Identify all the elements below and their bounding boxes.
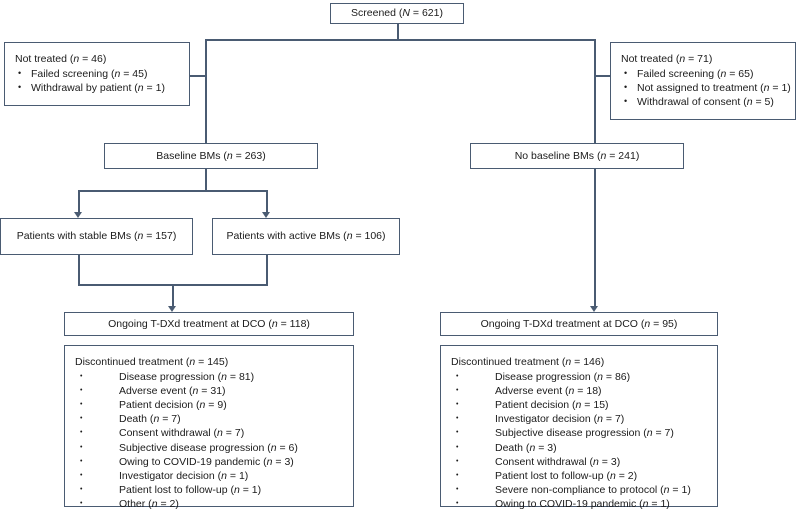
list-item: Severe non-compliance to protocol (n = 1… [451, 483, 707, 497]
node-right-discontinued: Discontinued treatment (n = 146) Disease… [440, 345, 718, 511]
list-item: Adverse event (n = 18) [451, 384, 707, 398]
connector-merge-stem [172, 284, 174, 309]
node-baseline-bms-label: Baseline BMs (n = 263) [156, 149, 266, 162]
list-item: Death (n = 3) [451, 441, 707, 455]
node-screened-label: Screened (N = 621) [351, 7, 443, 19]
node-stable-bms-label: Patients with stable BMs (n = 157) [16, 230, 177, 242]
right-not-treated-title: Not treated (n = 71) [621, 53, 713, 65]
connector-left-trunk [205, 39, 207, 149]
left-discontinued-list: Disease progression (n = 81) Adverse eve… [75, 370, 343, 511]
list-item: Consent withdrawal (n = 3) [451, 455, 707, 469]
list-item: Disease progression (n = 86) [451, 370, 707, 384]
list-item: Subjective disease progression (n = 6) [75, 441, 343, 455]
node-right-ongoing: Ongoing T-DXd treatment at DCO (n = 95) [440, 312, 718, 336]
right-discontinued-list: Disease progression (n = 86) Adverse eve… [451, 370, 707, 511]
left-not-treated-title: Not treated (n = 46) [15, 53, 107, 65]
node-active-bms-label: Patients with active BMs (n = 106) [226, 230, 386, 242]
node-left-ongoing-label: Ongoing T-DXd treatment at DCO (n = 118) [108, 317, 310, 330]
left-discontinued-title: Discontinued treatment (n = 145) [75, 356, 229, 368]
arrowhead-left-ongoing [167, 306, 176, 312]
list-item: Withdrawal of consent (n = 5) [621, 94, 785, 109]
left-not-treated-list: Failed screening (n = 45) Withdrawal by … [15, 66, 179, 95]
arrowhead-active-bms [261, 212, 270, 218]
list-item: Patient decision (n = 15) [451, 398, 707, 412]
node-left-discontinued: Discontinued treatment (n = 145) Disease… [64, 345, 354, 511]
node-left-ongoing: Ongoing T-DXd treatment at DCO (n = 118) [64, 312, 354, 336]
connector-top-split [205, 39, 595, 41]
list-item: Patient decision (n = 9) [75, 398, 343, 412]
list-item: Failed screening (n = 45) [15, 66, 179, 81]
connector-no-baseline-out [594, 169, 596, 309]
right-discontinued-title: Discontinued treatment (n = 146) [451, 356, 605, 368]
list-item: Failed screening (n = 65) [621, 66, 785, 81]
connector-screened-stem [397, 24, 399, 40]
node-right-ongoing-label: Ongoing T-DXd treatment at DCO (n = 95) [480, 317, 678, 330]
connector-stable-drop [78, 190, 80, 215]
arrowhead-right-ongoing [589, 306, 598, 312]
connector-baseline-stem [205, 169, 207, 191]
arrowhead-stable-bms [73, 212, 82, 218]
list-item: Subjective disease progression (n = 7) [451, 426, 707, 440]
connector-right-trunk [594, 39, 596, 149]
list-item: Other (n = 2) [75, 497, 343, 511]
list-item: Disease progression (n = 81) [75, 370, 343, 384]
list-item: Owing to COVID-19 pandemic (n = 3) [75, 455, 343, 469]
connector-active-drop [266, 190, 268, 215]
connector-stable-out [78, 255, 80, 285]
node-no-baseline-bms: No baseline BMs (n = 241) [470, 143, 684, 169]
node-active-bms: Patients with active BMs (n = 106) [212, 218, 400, 255]
list-item: Withdrawal by patient (n = 1) [15, 80, 179, 95]
list-item: Owing to COVID-19 pandemic (n = 1) [451, 497, 707, 511]
list-item: Investigator decision (n = 1) [75, 469, 343, 483]
list-item: Death (n = 7) [75, 412, 343, 426]
node-no-baseline-bms-label: No baseline BMs (n = 241) [514, 149, 640, 162]
node-baseline-bms: Baseline BMs (n = 263) [104, 143, 318, 169]
node-left-not-treated: Not treated (n = 46) Failed screening (n… [4, 42, 190, 106]
list-item: Consent withdrawal (n = 7) [75, 426, 343, 440]
list-item: Not assigned to treatment (n = 1) [621, 80, 791, 95]
right-not-treated-list: Failed screening (n = 65) Not assigned t… [621, 66, 791, 110]
list-item: Patient lost to follow-up (n = 2) [451, 469, 707, 483]
list-item: Investigator decision (n = 7) [451, 412, 707, 426]
connector-right-not-treated [594, 75, 612, 77]
list-item: Adverse event (n = 31) [75, 384, 343, 398]
node-right-not-treated: Not treated (n = 71) Failed screening (n… [610, 42, 796, 120]
connector-bms-split [78, 190, 268, 192]
list-item: Patient lost to follow-up (n = 1) [75, 483, 343, 497]
connector-active-out [266, 255, 268, 285]
connector-left-not-treated [188, 75, 206, 77]
node-screened: Screened (N = 621) [330, 3, 464, 24]
node-stable-bms: Patients with stable BMs (n = 157) [0, 218, 193, 255]
